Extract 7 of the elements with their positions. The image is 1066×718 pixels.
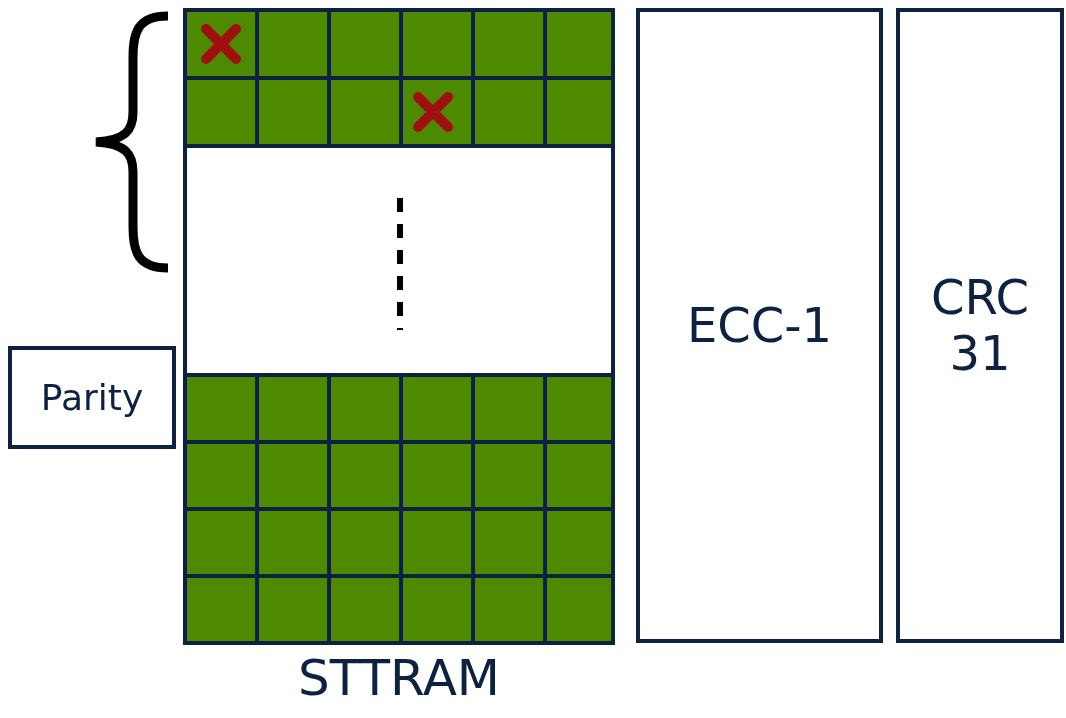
parity-box [8,346,176,449]
ecc-box [636,8,883,643]
array-label: STTRAM [297,648,501,708]
box-label: ECC-1 [686,297,833,354]
box-label: CRC 31 [930,270,1030,381]
box-label: Parity [40,376,144,419]
crc-box [896,8,1064,643]
